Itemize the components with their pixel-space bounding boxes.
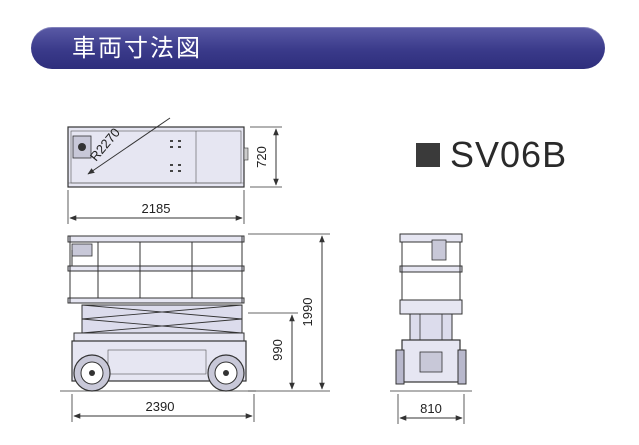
page-title: 車両寸法図 bbox=[72, 34, 202, 62]
overall-width-label: 810 bbox=[420, 401, 442, 416]
front-view: 810 bbox=[390, 233, 472, 424]
scissor-stack bbox=[81, 304, 243, 334]
top-view-body bbox=[67, 126, 245, 188]
overall-length-label: 2390 bbox=[146, 399, 175, 414]
side-view: 1990 990 2390 bbox=[60, 233, 330, 422]
right-wheel-icon bbox=[457, 349, 467, 385]
model-label: SV06B bbox=[416, 135, 567, 175]
left-wheel-icon bbox=[395, 349, 405, 385]
front-control-box-icon bbox=[431, 239, 447, 261]
model-name: SV06B bbox=[450, 134, 568, 175]
platform-height-label: 1990 bbox=[300, 298, 315, 327]
top-view: R2270 2185 720 bbox=[67, 117, 282, 224]
stowed-height-label: 990 bbox=[270, 339, 285, 361]
radius-arrow bbox=[87, 117, 171, 175]
header-bar bbox=[31, 27, 605, 69]
model-square-icon bbox=[416, 143, 440, 167]
top-width-label: 720 bbox=[254, 146, 269, 168]
top-length-label: 2185 bbox=[142, 201, 171, 216]
